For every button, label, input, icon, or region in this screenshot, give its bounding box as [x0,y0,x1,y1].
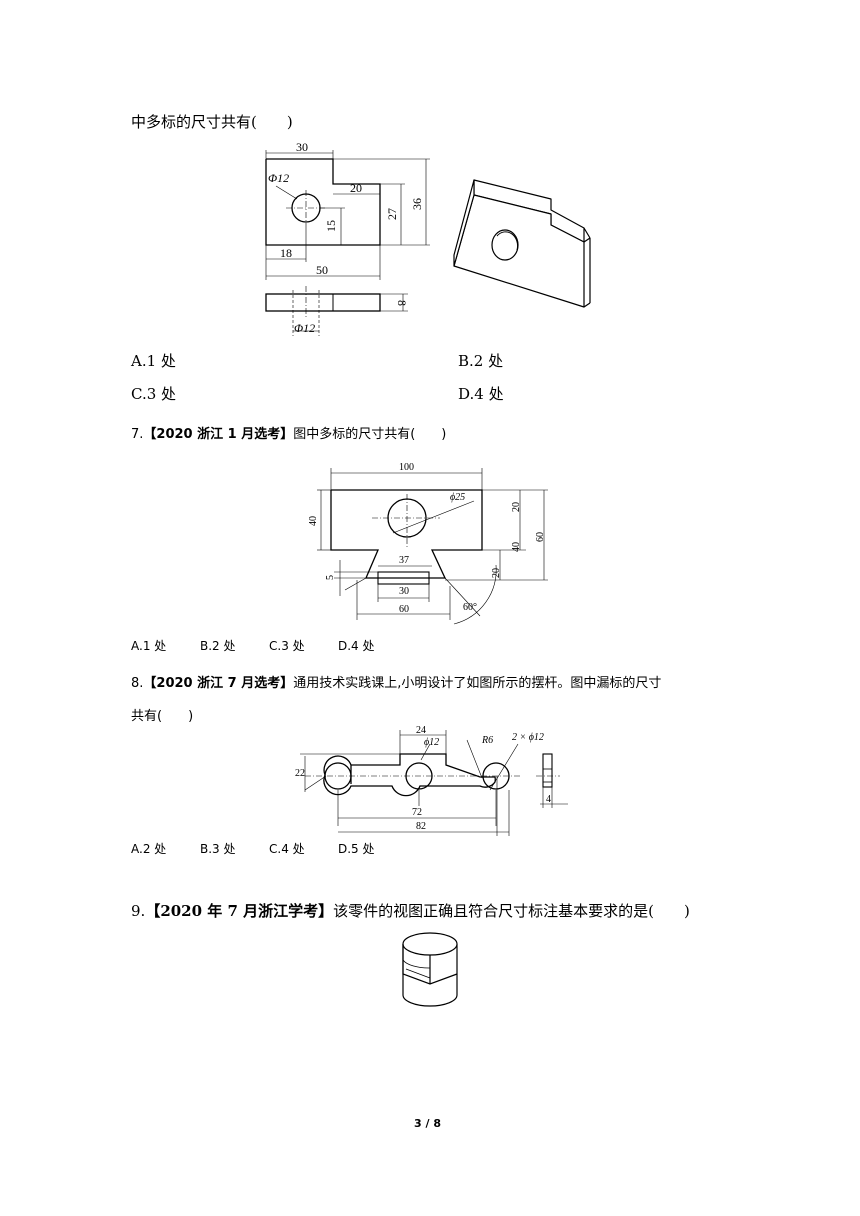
dim-24: 24 [416,725,426,736]
dim-82: 82 [416,821,426,832]
q7-option-a[interactable]: A.1 处 [131,639,167,653]
q8-option-c[interactable]: C.4 处 [269,842,305,856]
q8-drawing: 24 ϕ12 R6 2 × ϕ12 22 72 82 4 [295,725,568,836]
dim-phi12-bottom: Φ12 [294,321,315,335]
dim-50: 50 [316,263,328,277]
q8-number: 8. [131,676,144,691]
q6-option-c[interactable]: C.3 处 [131,385,177,403]
dim-phi12-top: Φ12 [268,171,289,185]
angle-60: 60° [463,602,477,613]
q7-option-d[interactable]: D.4 处 [338,639,375,653]
q6-stem: 中多标的尺寸共有( ) [131,113,293,131]
q7-number: 7. [131,427,144,442]
dim-18: 18 [280,246,292,260]
q9-stem: 该零件的视图正确且符合尺寸标注基本要求的是( ) [333,902,690,920]
q6-isometric-part [453,179,591,308]
dim-27: 27 [385,208,399,220]
dim-40-left: 40 [308,516,319,526]
q7-source: 【2020 浙江 1 月选考】 [143,427,294,442]
dim-20-top: 20 [511,502,522,512]
page-number: 3 / 8 [414,1117,441,1130]
dim-15: 15 [324,220,338,232]
dim-8: 8 [395,300,409,306]
q8-option-b[interactable]: B.3 处 [200,842,236,856]
q7-option-c[interactable]: C.3 处 [269,639,305,653]
dim-36: 36 [410,198,424,210]
q6-option-a[interactable]: A.1 处 [131,352,176,370]
dim-60-right: 60 [535,532,546,542]
dim-20-bottom: 20 [491,568,502,578]
q6-option-d[interactable]: D.4 处 [458,385,504,403]
q8-option-d[interactable]: D.5 处 [338,842,375,856]
dim-5: 5 [325,575,336,580]
q9-source: 【2020 年 7 月浙江学考】 [145,902,334,920]
dim-r6: R6 [481,735,493,746]
q8-stem-line2: 共有( ) [131,709,194,724]
dim-phi25: ϕ25 [450,492,465,503]
q8-source: 【2020 浙江 7 月选考】 [143,676,294,691]
q6-front-view-drawing: 30 Φ12 20 15 27 36 18 50 8 Φ12 [265,140,430,336]
dim-30: 30 [399,586,409,597]
q7-stem: 图中多标的尺寸共有( ) [293,427,447,442]
dim-phi12: ϕ12 [424,737,439,748]
q7-option-b[interactable]: B.2 处 [200,639,236,653]
q8-stem-line1: 8.【2020 浙江 7 月选考】通用技术实践课上,小明设计了如图所示的摆杆。图… [131,672,661,691]
dim-100: 100 [399,462,414,473]
q7-drawing: 100 ϕ25 40 20 40 60 37 5 20 30 60 60° [308,462,548,625]
dim-4: 4 [546,794,551,805]
q6-option-b[interactable]: B.2 处 [458,352,504,370]
dim-2x-phi12: 2 × ϕ12 [512,732,544,743]
q8-stem-1: 通用技术实践课上,小明设计了如图所示的摆杆。图中漏标的尺寸 [293,676,662,691]
q9-number: 9. [131,902,146,920]
dim-37: 37 [399,555,409,566]
dim-72: 72 [412,807,422,818]
dim-40-right: 40 [511,542,522,552]
q9-stem-line: 9.【2020 年 7 月浙江学考】该零件的视图正确且符合尺寸标注基本要求的是(… [131,901,690,921]
dim-60: 60 [399,604,409,615]
q9-cylinder-part [402,932,458,1007]
dim-20: 20 [350,181,362,195]
q7-stem-line: 7.【2020 浙江 1 月选考】图中多标的尺寸共有( ) [131,423,446,442]
dim-22: 22 [295,768,305,779]
dim-30: 30 [296,140,308,154]
q8-option-a[interactable]: A.2 处 [131,842,167,856]
